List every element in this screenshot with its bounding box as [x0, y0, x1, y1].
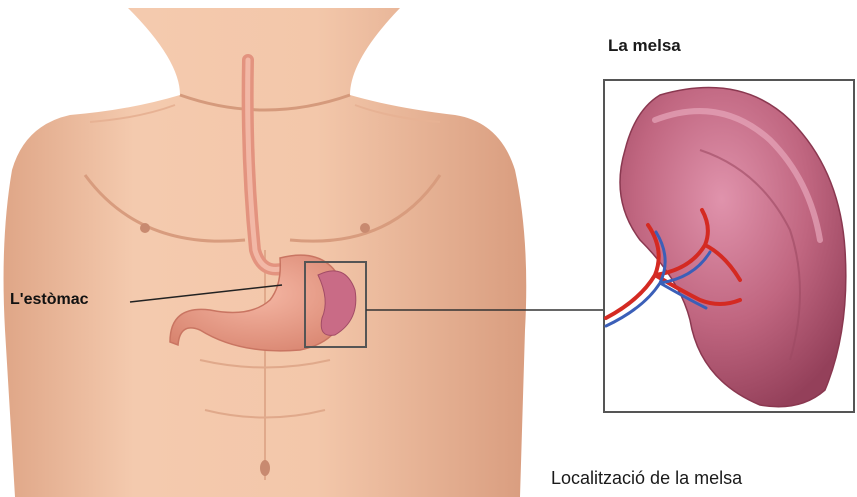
torso-illustration [4, 8, 527, 497]
figure-caption: Localització de la melsa [551, 468, 742, 489]
stomach-label: L'estòmac [10, 291, 89, 309]
spleen-title: La melsa [608, 36, 681, 56]
spleen-illustration [604, 80, 854, 412]
